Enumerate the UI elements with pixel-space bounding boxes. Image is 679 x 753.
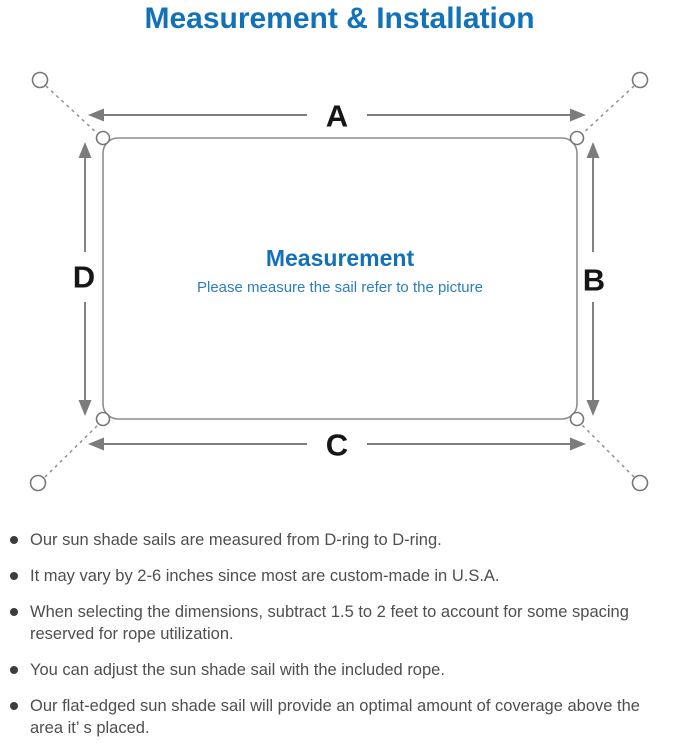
- d-ring-icon: [95, 130, 111, 146]
- corner-d-rings: [95, 130, 585, 427]
- note-text: Our sun shade sails are measured from D-…: [30, 531, 442, 549]
- dimension-label-a: A: [325, 98, 349, 134]
- measure-arrow-c: [88, 437, 586, 451]
- anchor-ring-icon: [29, 474, 47, 492]
- dimension-label-d: D: [72, 259, 96, 295]
- bullet-dot: [10, 608, 18, 616]
- measurement-arrows: [78, 108, 600, 451]
- anchor-rings: [29, 71, 649, 492]
- measurement-diagram: A B C D Measurement Please measure the s…: [29, 71, 649, 492]
- rope-bottom-left: [44, 423, 100, 478]
- bullet-dot: [10, 666, 18, 674]
- rope-top-right: [580, 85, 635, 136]
- measure-arrow-a: [88, 108, 586, 122]
- list-item: You can adjust the sun shade sail with t…: [10, 659, 665, 681]
- diagram-canvas: [29, 71, 649, 492]
- list-item: When selecting the dimensions, subtract …: [10, 601, 665, 645]
- notes-list: Our sun shade sails are measured from D-…: [10, 529, 665, 753]
- sail-center-text: Measurement Please measure the sail refe…: [103, 245, 577, 296]
- list-item: Our flat-edged sun shade sail will provi…: [10, 695, 665, 739]
- d-ring-icon: [569, 411, 585, 427]
- anchor-ring-icon: [31, 71, 49, 89]
- bullet-dot: [10, 702, 18, 710]
- bullet-dot: [10, 572, 18, 580]
- measure-arrow-b: [586, 142, 600, 416]
- dimension-label-c: C: [325, 427, 349, 463]
- note-text: It may vary by 2-6 inches since most are…: [30, 567, 500, 585]
- note-text: Our flat-edged sun shade sail will provi…: [30, 697, 640, 737]
- measurement-subheading: Please measure the sail refer to the pic…: [197, 279, 483, 296]
- dimension-label-b: B: [582, 262, 606, 298]
- rope-bottom-right: [580, 423, 635, 478]
- shade-sail-shape: [102, 137, 578, 420]
- anchor-ring-icon: [631, 71, 649, 89]
- anchor-ring-icon: [631, 474, 649, 492]
- page-title: Measurement & Installation: [144, 2, 535, 35]
- d-ring-icon: [95, 411, 111, 427]
- rope-dashed-lines: [44, 85, 635, 478]
- list-item: It may vary by 2-6 inches since most are…: [10, 565, 665, 587]
- d-ring-icon: [569, 130, 585, 146]
- rope-top-left: [45, 85, 100, 136]
- note-text: You can adjust the sun shade sail with t…: [30, 661, 445, 679]
- bullet-dot: [10, 536, 18, 544]
- note-text: When selecting the dimensions, subtract …: [30, 603, 629, 643]
- measurement-heading: Measurement: [265, 245, 415, 271]
- measure-arrow-d: [78, 142, 92, 416]
- list-item: Our sun shade sails are measured from D-…: [10, 529, 665, 551]
